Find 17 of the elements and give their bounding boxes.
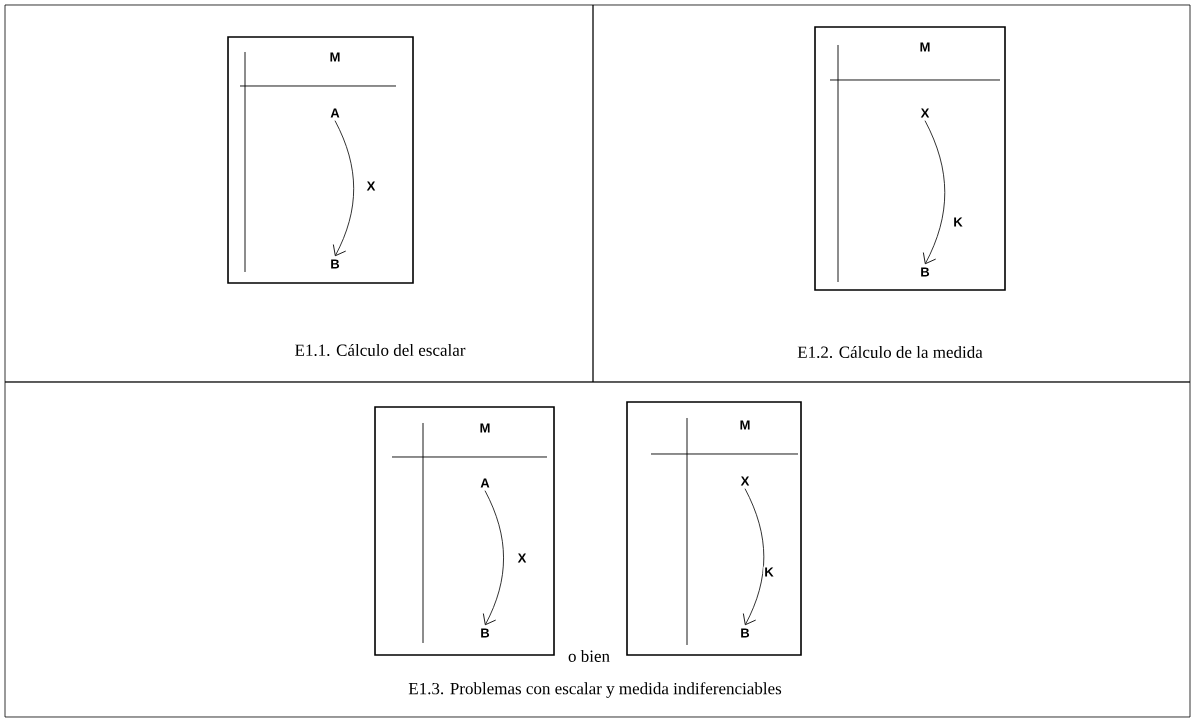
letter-label: B xyxy=(331,259,340,269)
letter-label: X xyxy=(740,476,750,486)
letter-label: B xyxy=(741,628,750,638)
letter-label: B xyxy=(481,628,490,638)
letter-label: X xyxy=(920,108,930,118)
curved-arrow xyxy=(742,488,765,626)
curved-arrow xyxy=(482,490,504,626)
edge-label: K xyxy=(763,566,775,578)
edge-label: K xyxy=(952,216,964,228)
letter-label: A xyxy=(330,108,340,118)
curved-arrow xyxy=(332,120,355,257)
connector-text: o bien xyxy=(568,650,610,662)
letter-label: A xyxy=(480,478,490,488)
letter-label: B xyxy=(921,267,930,277)
edge-label: X xyxy=(365,180,377,192)
curved-arrow xyxy=(922,120,946,265)
edge-label: X xyxy=(516,552,528,564)
